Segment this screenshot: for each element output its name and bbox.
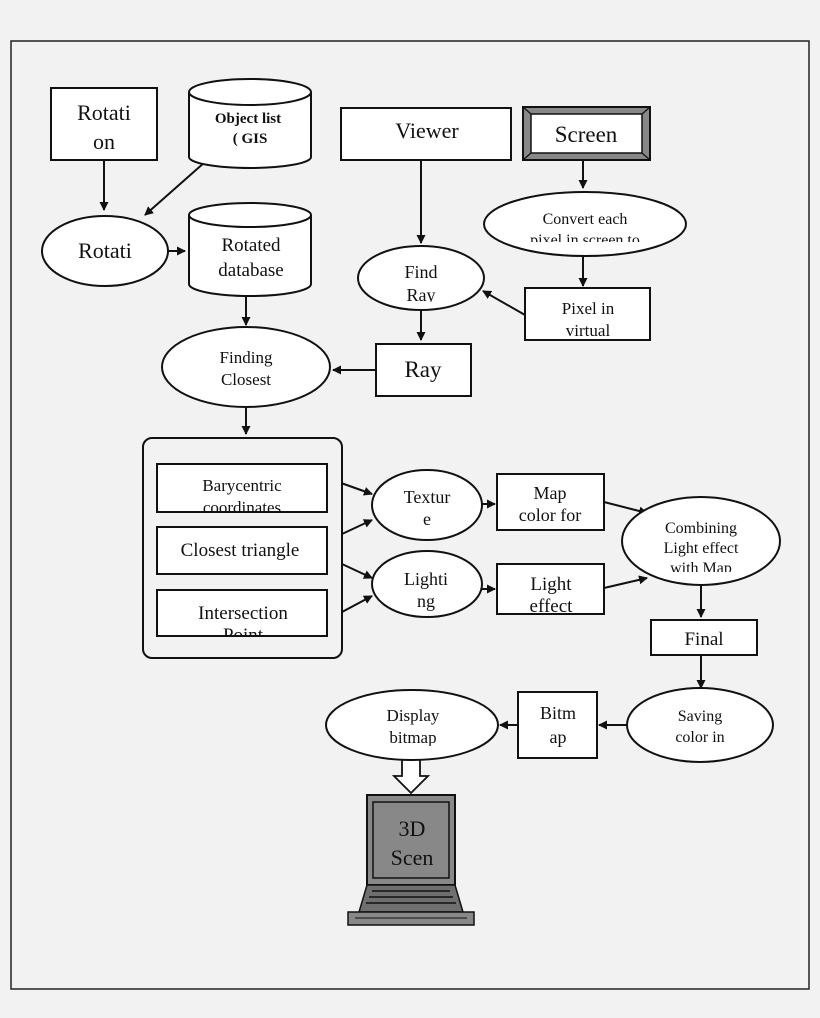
bitmap-line2: ap (550, 727, 567, 747)
bitmap-line1: Bitm (540, 703, 576, 723)
pixel-in-virtual-box (524, 287, 651, 341)
ray-box (375, 343, 472, 397)
light-effect-box (496, 563, 605, 615)
object-list-database (188, 78, 312, 169)
bitmap-box (517, 691, 598, 759)
rotated-database (188, 202, 312, 297)
viewer-box (340, 107, 512, 161)
rotated-db-line1: Rotated (221, 235, 281, 256)
convert-line2: pixel in screen to (530, 232, 640, 249)
light-effect-line1: Light (530, 574, 572, 595)
texture-ellipse (371, 469, 483, 541)
combining-line1: Combining (665, 520, 737, 537)
finding-closest-line1: Finding (220, 348, 273, 367)
monitor-icon (347, 794, 475, 926)
lighting-line1: Lighti (404, 569, 448, 589)
rotation-box-line2: on (93, 129, 115, 154)
pixel-line1: Pixel in (562, 299, 615, 318)
edge-map-color-to-combining (603, 501, 648, 516)
finding-closest-line2: Closest (221, 370, 271, 389)
hollow-arrow-to-monitor (391, 757, 431, 795)
rotation-ellipse-label: Rotati (78, 238, 132, 263)
rotation-box-line1: Rotati (77, 100, 131, 125)
barycentric-line1: Barycentric (202, 476, 282, 495)
display-line1: Display (387, 706, 440, 725)
final-box (650, 619, 758, 656)
lighting-ellipse (371, 550, 483, 618)
convert-pixel-ellipse (483, 191, 687, 257)
edge-pixel-to-find-ray (482, 290, 526, 316)
saving-color-ellipse (626, 687, 774, 763)
convert-line1: Convert each (543, 211, 628, 228)
display-line2: bitmap (389, 728, 436, 747)
combining-line3: with Map (670, 560, 732, 577)
texture-line2: e (423, 509, 431, 529)
light-effect-line2: effect (530, 596, 574, 617)
combining-ellipse (621, 496, 781, 586)
intersection-line2: Point (223, 625, 264, 646)
edge-objectlist-to-rotation-ellipse (144, 161, 206, 216)
find-ray-line1: Find (404, 262, 437, 282)
ray-label: Ray (404, 357, 442, 382)
finding-closest-ellipse (161, 326, 331, 408)
map-color-line2: color for (519, 505, 581, 525)
final-label: Final (684, 629, 723, 650)
intersection-line1: Intersection (198, 603, 288, 624)
intersection-point-box (156, 589, 328, 637)
rotation-input-box (50, 87, 158, 161)
edge-light-effect-to-combining (603, 575, 648, 589)
display-bitmap-ellipse (325, 689, 499, 761)
screen-label: Screen (555, 122, 618, 147)
lighting-line2: ng (417, 591, 435, 611)
object-list-line2: ( GIS (233, 131, 268, 147)
rotated-db-line2: database (218, 260, 283, 281)
closest-triangle-box (156, 526, 328, 575)
saving-line1: Saving (678, 708, 722, 725)
map-color-box (496, 473, 605, 531)
barycentric-box (156, 463, 328, 513)
screen-box (522, 106, 651, 161)
texture-line1: Textur (404, 487, 451, 507)
pixel-line2: virtual (566, 321, 611, 340)
viewer-label: Viewer (395, 118, 459, 143)
scene-line1: 3D (399, 816, 426, 841)
map-color-line1: Map (534, 483, 567, 503)
find-ray-ellipse (357, 245, 485, 311)
saving-line2: color in (675, 729, 724, 746)
closest-triangle-label: Closest triangle (181, 540, 300, 561)
scene-line2: Scen (391, 845, 434, 870)
combining-line2: Light effect (664, 540, 739, 557)
object-list-line1: Object list (215, 111, 281, 127)
find-ray-line2: Ray (407, 285, 436, 305)
rotation-process-ellipse (41, 215, 169, 287)
barycentric-line2: coordinates (203, 498, 281, 517)
